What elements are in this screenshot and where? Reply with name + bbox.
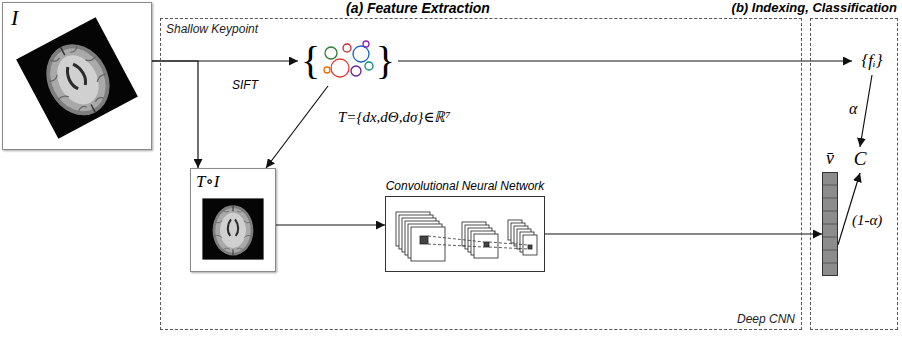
class-symbol: C — [854, 147, 867, 171]
feature-set-symbol: {fᵢ} — [861, 49, 882, 73]
module-title: Convolutional Neural Network — [386, 179, 545, 193]
keypoint — [351, 66, 361, 76]
keypoint — [343, 44, 351, 52]
connector-arrow — [266, 86, 328, 168]
vector-cells — [822, 172, 838, 276]
set-brace: { — [301, 36, 320, 86]
connector-arrow — [152, 61, 198, 168]
edge-label: α — [849, 100, 857, 118]
edge-label: T={dx,dΘ,dσ}∈ℝ⁷ — [338, 106, 451, 126]
connector-arrow — [545, 233, 822, 234]
keypoint-circles — [324, 41, 373, 77]
aligned-brain-image — [202, 198, 263, 259]
cnn-connections — [428, 236, 528, 249]
keypoint — [365, 62, 373, 70]
receptive-field — [528, 245, 532, 249]
transformed-image-box: T∘I — [190, 168, 276, 272]
connector-arrow — [276, 224, 385, 225]
panel-title: (b) Indexing, Classification — [732, 0, 897, 15]
dashed-link — [489, 242, 528, 249]
keypoint — [363, 41, 369, 47]
keypoint — [324, 67, 330, 73]
dashed-link — [428, 236, 484, 247]
keypoint — [353, 46, 369, 62]
cnn-layers — [396, 212, 537, 261]
image-symbol: I — [11, 5, 18, 31]
keypoint-set: {} — [298, 36, 398, 86]
section-label: Shallow Keypoint — [166, 22, 258, 36]
panel-title: (a) Feature Extraction — [346, 0, 490, 16]
connector-arrow — [398, 60, 852, 61]
connector-arrow — [860, 75, 872, 147]
set-brace: } — [376, 36, 395, 86]
feature-extraction-panel: (a) Feature ExtractionShallow KeypointDe… — [160, 18, 802, 330]
edge-label: (1-α) — [852, 212, 882, 229]
receptive-field — [420, 236, 428, 244]
input-image-box: I — [2, 2, 152, 150]
image-symbol: T∘I — [196, 171, 219, 192]
keypoint — [331, 59, 349, 77]
classification-panel: (b) Indexing, Classification{fᵢ}v̄C — [810, 18, 898, 330]
vector-symbol: v̄ — [826, 148, 834, 169]
classifier-output: C — [850, 147, 870, 173]
receptive-field — [484, 242, 489, 247]
input-brain-image — [16, 17, 138, 139]
connector-arrow — [838, 173, 860, 245]
vector-fill — [822, 172, 838, 276]
feature-vector: v̄ — [822, 172, 838, 276]
keypoint — [325, 47, 337, 59]
feature-map — [474, 234, 498, 258]
vector-cell-lines — [822, 185, 838, 263]
edge-label: SIFT — [232, 78, 258, 92]
cnn-box: Convolutional Neural Network — [385, 196, 545, 272]
connectors — [152, 61, 872, 245]
section-label: Deep CNN — [737, 312, 795, 326]
feature-set: {fᵢ} — [852, 49, 892, 75]
